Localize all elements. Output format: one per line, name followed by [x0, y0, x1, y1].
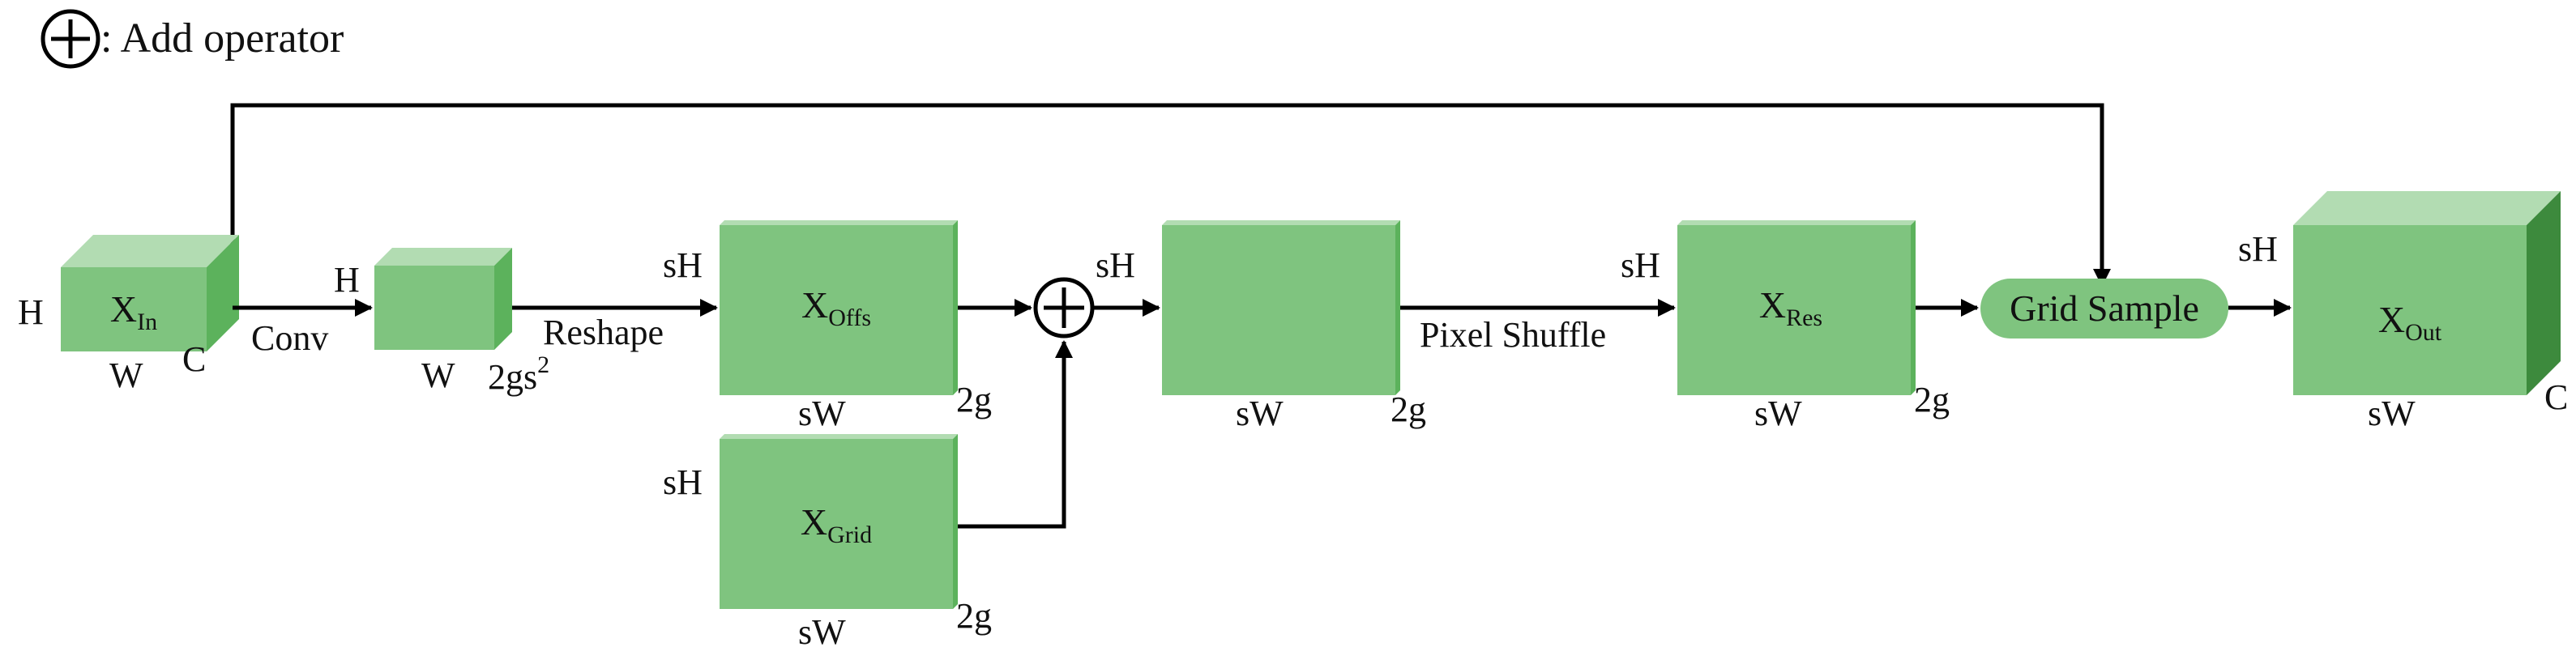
block-sum-front: [1162, 225, 1395, 395]
op-conv: Conv: [251, 318, 328, 358]
block-conv-side: [494, 248, 512, 350]
block-x-in-w: W: [109, 356, 143, 395]
block-x-offs-label: XOffs: [801, 284, 871, 331]
block-sum-h: sH: [1096, 245, 1135, 285]
block-x-grid-w: sW: [798, 612, 846, 652]
block-x-out-front: [2293, 225, 2527, 395]
block-sum-side: [1395, 220, 1400, 395]
op-pixel-shuffle: Pixel Shuffle: [1420, 315, 1606, 355]
block-x-res-top: [1677, 220, 1916, 225]
block-x-grid-side: [953, 434, 958, 609]
skip-connection: [230, 103, 2111, 312]
op-grid-sample: Grid Sample: [2010, 287, 2199, 329]
legend-text: : Add operator: [100, 15, 344, 62]
add-operator: [1033, 277, 1095, 339]
block-x-grid-front: [720, 439, 953, 609]
block-x-res-side: [1911, 220, 1916, 395]
block-x-res-c: 2g: [1914, 380, 1950, 419]
block-x-grid-c: 2g: [956, 596, 992, 636]
block-conv-c: 2gs2: [488, 351, 549, 397]
block-x-in-front: [61, 267, 207, 351]
block-x-offs-front: [720, 225, 953, 395]
block-x-in-h: H: [18, 292, 44, 332]
block-x-offs: XOffs sH sW 2g: [663, 220, 992, 433]
arrow-grid-to-add: [958, 340, 1073, 529]
block-x-out-w: sW: [2368, 394, 2416, 433]
block-x-out-side: [2527, 191, 2561, 395]
block-x-in-top: [61, 235, 239, 267]
block-x-out-label: XOut: [2378, 299, 2442, 346]
block-x-out-c: C: [2544, 377, 2568, 417]
block-sum-w: sW: [1236, 394, 1284, 433]
block-x-in-c: C: [182, 339, 206, 379]
legend: : Add operator: [41, 9, 344, 69]
block-x-res-h: sH: [1621, 245, 1660, 285]
block-conv-top: [374, 248, 512, 266]
block-x-offs-side: [953, 220, 958, 395]
block-x-offs-c: 2g: [956, 380, 992, 419]
block-sum: sH sW 2g: [1096, 220, 1426, 433]
block-x-grid-h: sH: [663, 462, 703, 502]
block-x-res: XRes sH sW 2g: [1621, 220, 1950, 433]
block-x-offs-top: [720, 220, 958, 225]
op-reshape: Reshape: [543, 313, 664, 352]
block-conv-w: W: [421, 356, 455, 395]
block-x-in: XIn H W C: [18, 235, 239, 395]
block-x-out: XOut sH sW C: [2238, 191, 2568, 433]
block-x-in-label: XIn: [110, 288, 157, 335]
block-x-grid-label: XGrid: [801, 501, 872, 548]
block-x-grid-top: [720, 434, 958, 439]
block-x-res-label: XRes: [1759, 284, 1822, 331]
grid-sample-pill: [1980, 279, 2228, 339]
block-sum-top: [1162, 220, 1400, 225]
block-conv-out: H W 2gs2: [334, 248, 549, 397]
block-x-res-front: [1677, 225, 1911, 395]
block-x-offs-h: sH: [663, 245, 703, 285]
block-conv-front: [374, 266, 494, 350]
block-x-in-side: [207, 235, 239, 351]
block-x-out-h: sH: [2238, 229, 2278, 269]
block-sum-c: 2g: [1391, 390, 1426, 429]
grid-sample-op: Grid Sample: [1980, 279, 2228, 339]
block-x-offs-w: sW: [798, 394, 846, 433]
block-x-res-w: sW: [1754, 394, 1802, 433]
block-x-grid: XGrid sH sW 2g: [663, 434, 992, 652]
block-x-out-top: [2293, 191, 2561, 225]
block-conv-h: H: [334, 260, 360, 300]
